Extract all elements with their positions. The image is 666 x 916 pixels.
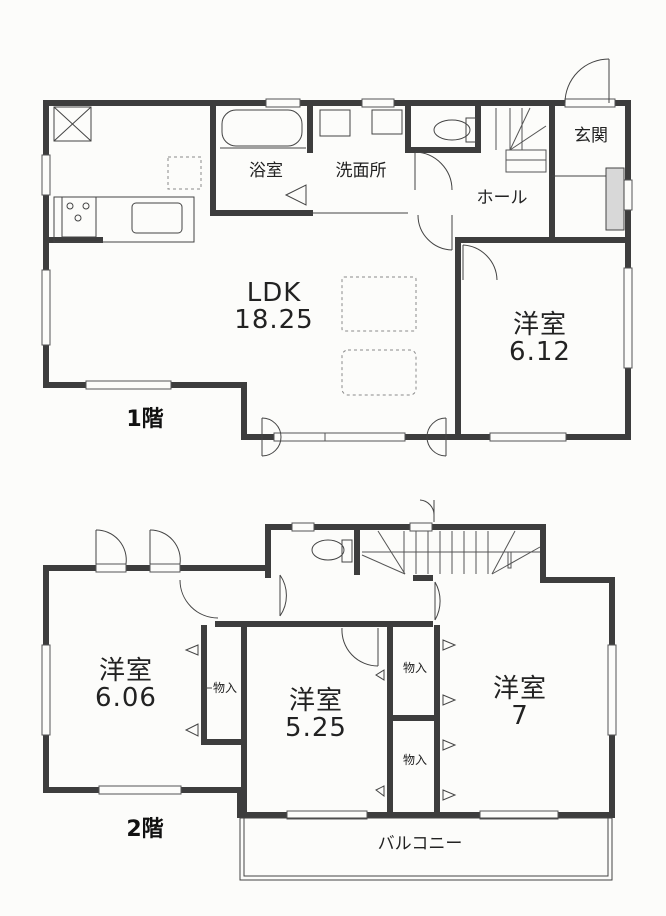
room-area: 7 bbox=[511, 701, 529, 732]
room-western-2f-b: 洋室 5.25 bbox=[256, 686, 376, 744]
room-western-2f-a: 洋室 6.06 bbox=[66, 656, 186, 714]
windows-2f bbox=[41, 522, 617, 820]
room-washroom: 洗面所 bbox=[335, 161, 387, 181]
room-area: 18.25 bbox=[234, 305, 314, 336]
room-bathroom: 浴室 bbox=[249, 161, 283, 181]
floor-label-1f: 1階 bbox=[126, 407, 164, 432]
room-western-1f: 洋室 6.12 bbox=[480, 310, 600, 368]
room-ldk: LDK 18.25 bbox=[214, 278, 334, 336]
room-balcony: バルコニー bbox=[377, 834, 463, 854]
room-area: 6.12 bbox=[509, 337, 571, 368]
room-entrance: 玄関 bbox=[574, 126, 608, 146]
room-western-2f-c: 洋室 7 bbox=[460, 674, 580, 732]
room-area: 6.06 bbox=[95, 683, 157, 714]
floor-label-2f: 2階 bbox=[126, 817, 164, 842]
room-area: 5.25 bbox=[285, 713, 347, 744]
room-name: LDK bbox=[246, 278, 302, 308]
room-hall: ホール bbox=[476, 188, 528, 208]
windows-1f bbox=[41, 98, 633, 442]
room-closet-b: 物入 bbox=[402, 661, 427, 675]
room-name: 洋室 bbox=[512, 310, 567, 340]
walls-1f bbox=[43, 100, 631, 440]
room-name: 洋室 bbox=[98, 656, 153, 686]
room-name: 洋室 bbox=[492, 674, 547, 704]
room-name: 洋室 bbox=[288, 686, 343, 716]
room-closet-a: 物入 bbox=[212, 681, 237, 695]
room-closet-c: 物入 bbox=[402, 753, 427, 767]
